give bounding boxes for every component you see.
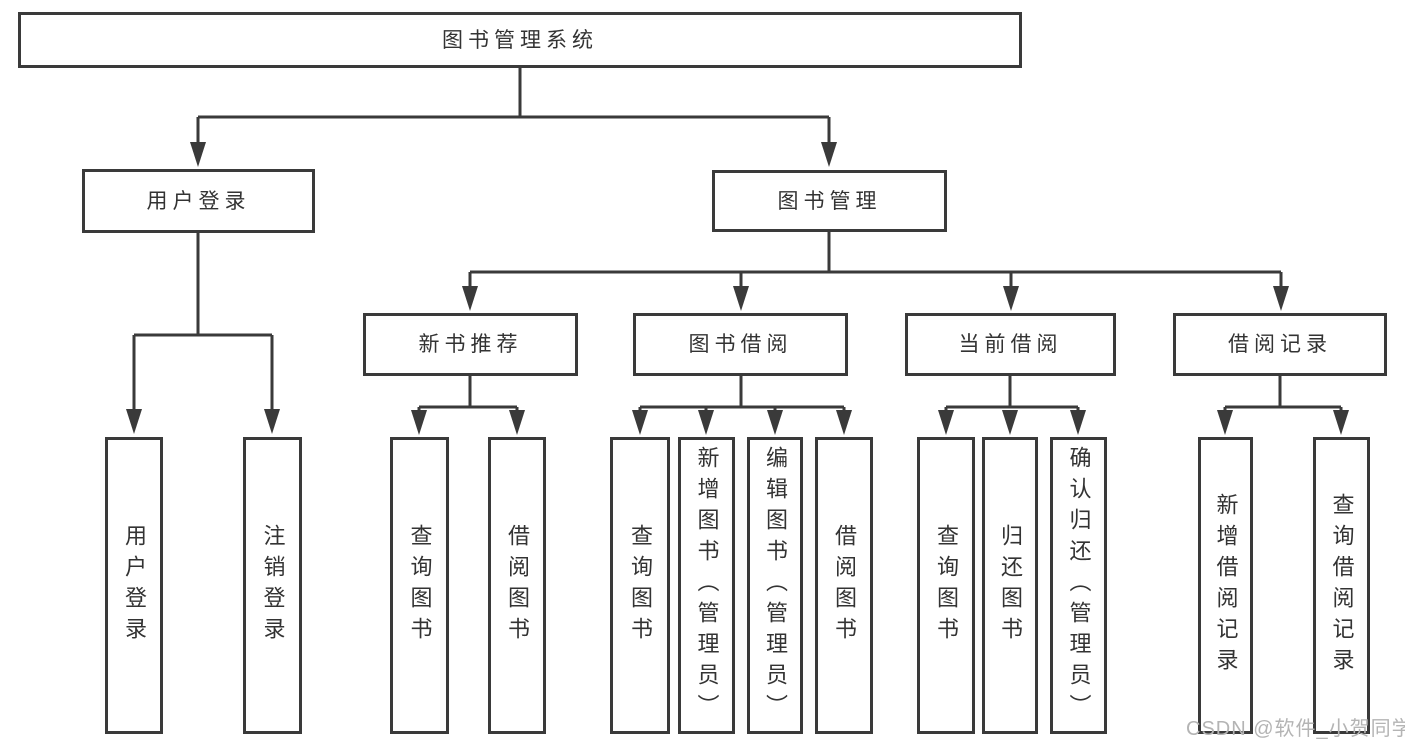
node-borrow-records: 借阅记录 xyxy=(1173,313,1387,376)
leaf-add-borrow-record: 新增借阅记录 xyxy=(1198,437,1253,734)
edge-new-book-to-leaves xyxy=(411,376,525,435)
leaf-user-login: 用户登录 xyxy=(105,437,163,734)
node-current-borrow: 当前借阅 xyxy=(905,313,1116,376)
node-book-management: 图书管理 xyxy=(712,170,947,232)
leaf-confirm-return-admin: 确认归还（管理员） xyxy=(1050,437,1107,734)
leaf-borrow-books-borrow: 借阅图书 xyxy=(815,437,873,734)
edge-current-borrow-to-leaves xyxy=(938,376,1086,435)
leaf-query-books-recommend: 查询图书 xyxy=(390,437,449,734)
leaf-query-books-current: 查询图书 xyxy=(917,437,975,734)
leaf-borrow-books-recommend: 借阅图书 xyxy=(488,437,546,734)
node-library-system: 图书管理系统 xyxy=(18,12,1022,68)
leaf-logout: 注销登录 xyxy=(243,437,302,734)
node-book-borrow: 图书借阅 xyxy=(633,313,848,376)
leaf-query-borrow-record: 查询借阅记录 xyxy=(1313,437,1370,734)
csdn-watermark: CSDN @软件_小贺同学 xyxy=(1186,718,1405,740)
edge-borrow-records-to-leaves xyxy=(1217,376,1349,435)
edge-user-login-to-leaves xyxy=(126,233,280,434)
node-user-login: 用户登录 xyxy=(82,169,315,233)
node-new-book-recommend: 新书推荐 xyxy=(363,313,578,376)
leaf-edit-book-admin: 编辑图书（管理员） xyxy=(747,437,803,734)
edge-root-to-level2 xyxy=(190,67,837,167)
edge-book-borrow-to-leaves xyxy=(632,376,852,435)
edge-book-management-to-level3 xyxy=(462,232,1289,311)
leaf-query-books-borrow: 查询图书 xyxy=(610,437,670,734)
leaf-add-book-admin: 新增图书（管理员） xyxy=(678,437,735,734)
leaf-return-book: 归还图书 xyxy=(982,437,1038,734)
